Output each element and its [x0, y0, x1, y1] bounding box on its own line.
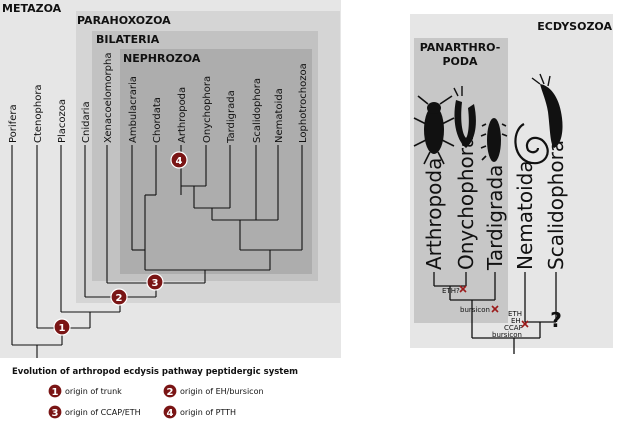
badge-4: 4: [170, 151, 188, 169]
svg-text:CCAP: CCAP: [504, 324, 523, 332]
panarthropoda-title-line1: PANARTHRO-: [420, 41, 501, 54]
taxon-label-placozoa: Placozoa: [57, 99, 68, 143]
ecdysozoa-taxon-nematoida: Nematoida: [513, 160, 537, 270]
bilateria-title: BILATERIA: [96, 33, 160, 46]
taxon-label-tardigrada: Tardigrada: [226, 90, 237, 144]
legend-item-4: 4 origin of PTTH: [162, 404, 236, 420]
svg-text:EH: EH: [511, 317, 521, 325]
svg-text:ETH?: ETH?: [442, 287, 460, 295]
arthropod-silhouette: [413, 95, 455, 165]
svg-text:2: 2: [167, 387, 174, 398]
taxon-label-cnidaria: Cnidaria: [81, 101, 92, 143]
ecdysozoa-tree: [433, 272, 557, 354]
legend-item-2: 2 origin of EH/bursicon: [162, 383, 264, 399]
scalidophoran-silhouette: [531, 73, 563, 148]
nephrozoa-title: NEPHROZOA: [123, 52, 201, 65]
ecdysozoa-title: ECDYSOZOA: [537, 20, 612, 33]
ecdysozoa-taxon-scalidophora: Scalidophora: [544, 140, 568, 270]
metazoa-title: METAZOA: [2, 2, 62, 15]
legend: 1 origin of trunk 2 origin of EH/bursico…: [47, 383, 264, 420]
tardigrade-silhouette: [480, 118, 508, 162]
onychophoran-silhouette: [453, 86, 476, 148]
scalidophora-unknown-mark: ?: [550, 308, 562, 332]
taxon-label-nematoida: Nematoida: [274, 88, 285, 143]
svg-text:origin of trunk: origin of trunk: [65, 387, 122, 396]
taxon-label-chordata: Chordata: [152, 97, 163, 143]
panarthropoda-title-line2: PODA: [442, 55, 478, 68]
loss-marker-onychophora: ETH?: [442, 285, 467, 295]
loss-marker-nematoida: ETH EH CCAP bursicon: [492, 310, 529, 339]
metazoa-tree: [11, 145, 303, 358]
ecdysozoa-taxon-tardigrada: Tardigrada: [483, 165, 507, 271]
taxon-label-porifera: Porifera: [8, 104, 19, 143]
svg-text:1: 1: [59, 323, 66, 334]
taxon-label-xenacoelomorpha: Xenacoelomorpha: [103, 53, 114, 143]
nematode-silhouette: [514, 123, 549, 165]
svg-text:ETH: ETH: [508, 310, 522, 318]
badge-1: 1: [53, 318, 71, 336]
svg-text:2: 2: [116, 293, 123, 304]
svg-text:3: 3: [152, 278, 159, 289]
taxon-label-lophotrochozoa: Lophotrochozoa: [298, 63, 309, 143]
taxon-label-arthropoda: Arthropoda: [177, 87, 188, 143]
ecdysozoa-taxon-onychophora: Onychophora: [454, 136, 478, 270]
svg-text:1: 1: [52, 387, 59, 398]
svg-text:3: 3: [52, 408, 59, 419]
taxon-label-onychophora: Onychophora: [202, 76, 213, 143]
panarthropoda-box: [414, 38, 508, 323]
svg-text:4: 4: [176, 156, 183, 167]
nephrozoa-box: [120, 49, 312, 274]
figure-caption: Evolution of arthropod ecdysis pathway p…: [12, 367, 298, 377]
badge-3: 3: [146, 273, 164, 291]
svg-text:origin of EH/bursicon: origin of EH/bursicon: [180, 387, 264, 396]
taxon-label-ctenophora: Ctenophora: [33, 84, 44, 143]
svg-text:4: 4: [167, 408, 174, 419]
legend-item-3: 3 origin of CCAP/ETH: [47, 404, 141, 420]
badge-2: 2: [110, 288, 128, 306]
taxon-label-ambulacraria: Ambulacraria: [128, 76, 139, 143]
taxon-label-scalidophora: Scalidophora: [252, 78, 263, 143]
svg-text:origin of PTTH: origin of PTTH: [180, 408, 236, 417]
loss-marker-tardigrada: bursicon: [460, 305, 499, 314]
svg-text:bursicon: bursicon: [460, 306, 490, 314]
legend-item-1: 1 origin of trunk: [47, 383, 122, 399]
svg-text:origin of CCAP/ETH: origin of CCAP/ETH: [65, 408, 141, 417]
svg-text:bursicon: bursicon: [492, 331, 522, 339]
ecdysozoa-taxon-arthropoda: Arthropoda: [422, 158, 446, 270]
parahoxozoa-title: PARAHOXOZOA: [77, 14, 171, 27]
